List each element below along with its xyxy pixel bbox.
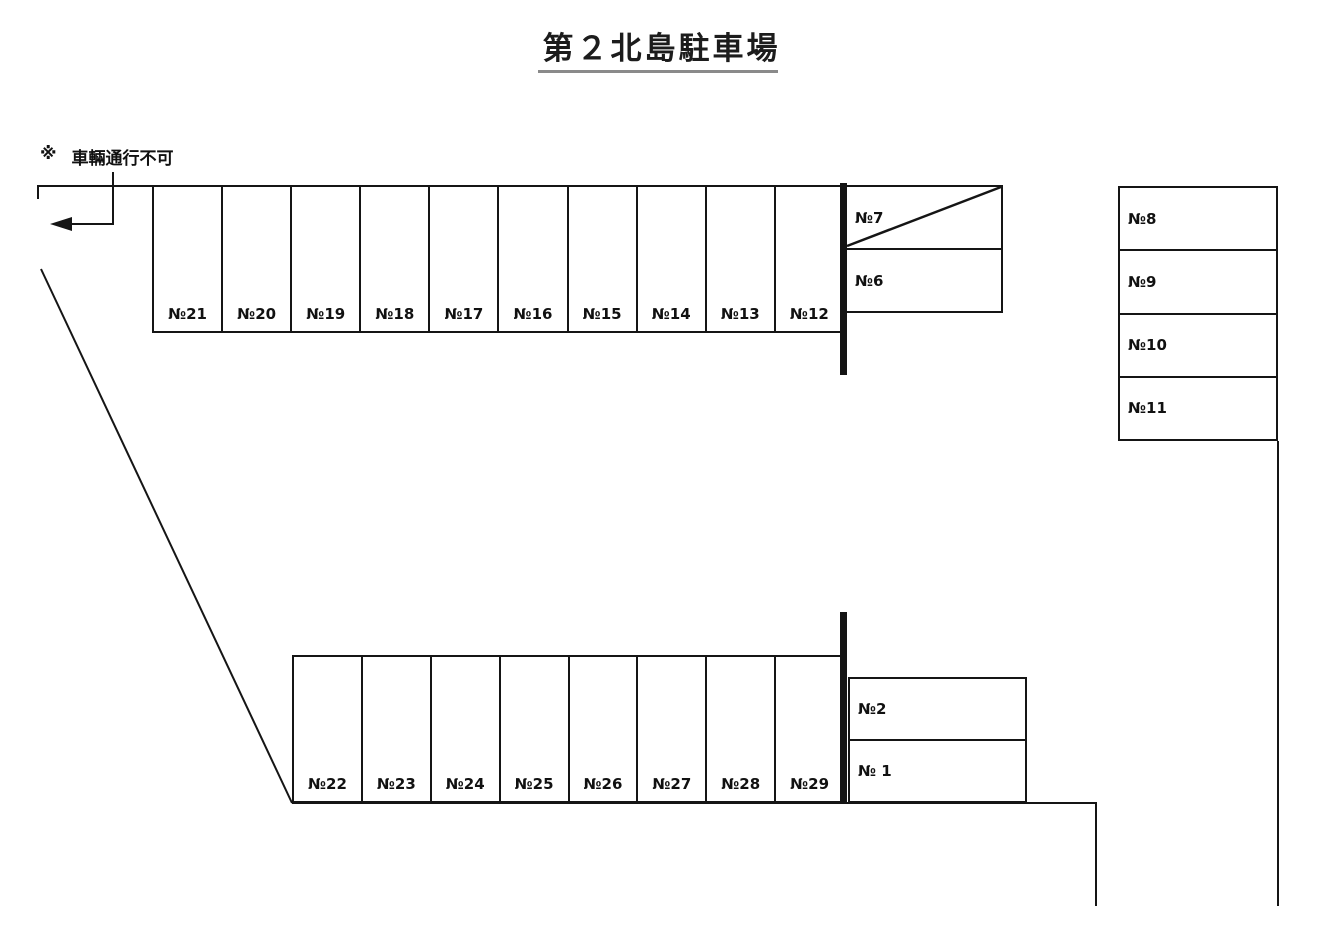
- parking-space-no27: №27: [638, 657, 708, 801]
- space-label: №22: [307, 775, 347, 793]
- space-label: №16: [513, 305, 553, 323]
- parking-space-no17: №17: [430, 187, 500, 331]
- parking-space-no12: №12: [776, 187, 843, 331]
- space-label: №20: [237, 305, 277, 323]
- space-label: №28: [721, 775, 761, 793]
- space-label: №23: [376, 775, 416, 793]
- space-label: №26: [583, 775, 623, 793]
- note-marker: ※: [40, 144, 57, 164]
- parking-space-no7: №7: [847, 187, 1001, 250]
- space-label: №24: [445, 775, 485, 793]
- parking-space-no29: №29: [776, 657, 843, 801]
- parking-space-no14: №14: [638, 187, 707, 331]
- space-label: №19: [306, 305, 346, 323]
- parking-space-no2: №2: [850, 679, 1025, 741]
- space-label: №13: [720, 305, 760, 323]
- west-boundary-diagonal: [40, 268, 293, 804]
- no-vehicle-passage-note: ※ 車輛通行不可: [40, 144, 174, 169]
- parking-space-no24: №24: [432, 657, 501, 801]
- left-arrow-shaft: [70, 172, 114, 225]
- space-label: №12: [789, 305, 829, 323]
- parking-space-no18: №18: [361, 187, 431, 331]
- top-row-stalls: №21 №20 №19 №18 №17 №16 №15 №14 №13 №12: [152, 185, 845, 333]
- space-label: №27: [652, 775, 692, 793]
- diagram-title: 第２北島駐車場: [542, 31, 781, 67]
- parking-space-no1: № 1: [850, 741, 1025, 801]
- parking-space-no10: №10: [1120, 315, 1276, 378]
- parking-space-no28: №28: [707, 657, 777, 801]
- space-label: №21: [168, 305, 207, 323]
- parking-space-no21: №21: [154, 187, 224, 331]
- parking-space-no22: №22: [294, 657, 363, 801]
- parking-space-no9: №9: [1120, 251, 1276, 315]
- right-column-stalls: №8 №9 №10 №11: [1118, 186, 1278, 441]
- bottom-row-stalls: №22 №23 №24 №25 №26 №27 №28 №29: [292, 655, 845, 803]
- title-underline: [538, 70, 778, 73]
- space-label: №2: [858, 700, 887, 718]
- space-label: №29: [790, 775, 830, 793]
- parking-space-no20: №20: [223, 187, 293, 331]
- parking-space-no23: №23: [363, 657, 432, 801]
- space-label: №17: [444, 305, 484, 323]
- space-label: №10: [1128, 336, 1167, 355]
- parking-space-no26: №26: [570, 657, 639, 801]
- divider-bar-top: [840, 183, 847, 375]
- parking-space-no6: №6: [847, 250, 1001, 311]
- left-arrow-head: [50, 217, 72, 231]
- space-label: №8: [1128, 209, 1157, 228]
- parking-space-no8: №8: [1120, 188, 1276, 252]
- lower-right-stalls: №2 № 1: [848, 677, 1027, 803]
- entrance-edge-line: [37, 185, 152, 199]
- space-label: №14: [651, 305, 691, 323]
- divider-bar-bottom: [840, 612, 847, 803]
- space-label: №25: [514, 775, 554, 793]
- space-label: № 1: [858, 762, 892, 780]
- parking-space-no15: №15: [569, 187, 638, 331]
- space-label: №6: [855, 271, 884, 290]
- parking-space-no16: №16: [499, 187, 569, 331]
- space-label: №15: [582, 305, 622, 323]
- parking-space-no19: №19: [292, 187, 362, 331]
- south-boundary-line: [292, 802, 1097, 906]
- space-label: №9: [1128, 272, 1157, 291]
- note-text: 車輛通行不可: [71, 149, 174, 169]
- parking-space-no11: №11: [1120, 378, 1276, 439]
- parking-space-no13: №13: [707, 187, 776, 331]
- space-label: №7: [855, 208, 884, 227]
- parking-space-no25: №25: [501, 657, 570, 801]
- space-label: №11: [1128, 399, 1167, 418]
- space-label: №18: [375, 305, 415, 323]
- upper-right-stalls: №7 №6: [845, 185, 1003, 313]
